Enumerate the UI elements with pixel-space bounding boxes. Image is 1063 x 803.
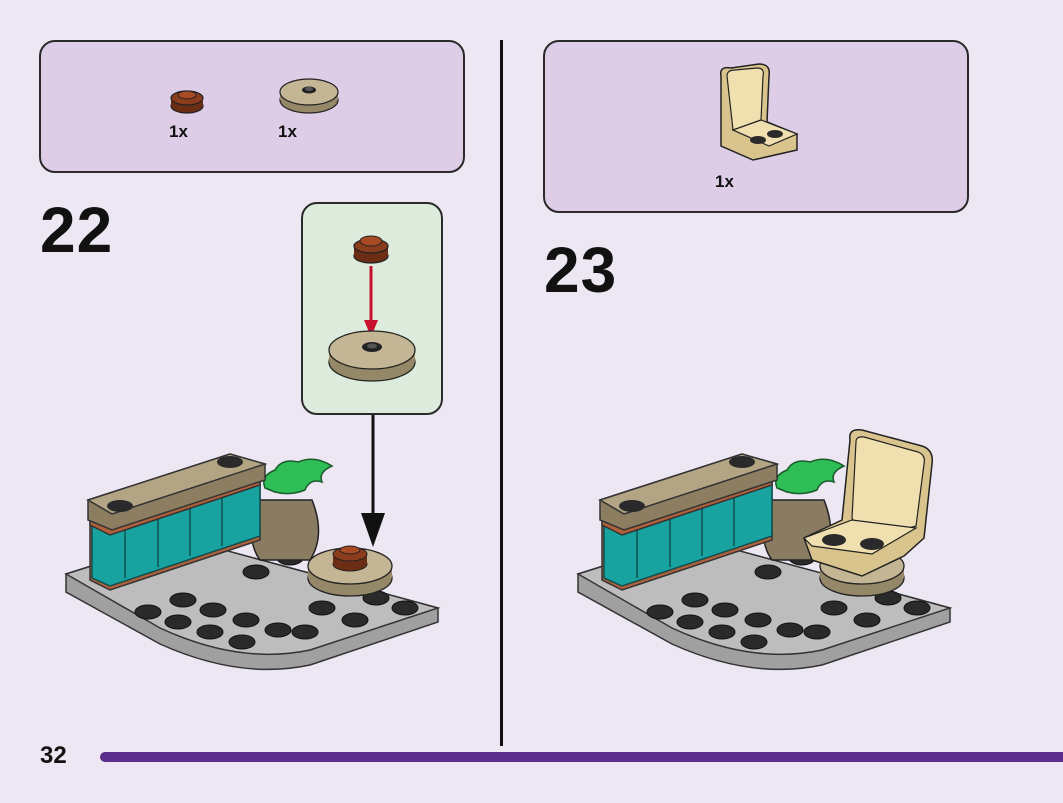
- step-22-parts-box: 1x 1x: [39, 40, 465, 173]
- step-22-model-illustration: [64, 453, 441, 671]
- callout-assembly-illustration: [328, 235, 416, 382]
- round-plate-brown-icon: [170, 90, 204, 114]
- step-23-model-illustration: [576, 428, 953, 671]
- page-progress-bar: [100, 752, 1063, 762]
- callout-pointer-arrow: [361, 415, 385, 547]
- step-23-parts-box: 1x: [543, 40, 969, 213]
- page-number: 32: [40, 742, 67, 769]
- chair-tan-icon: [719, 63, 799, 161]
- round-tile-tan-icon: [279, 78, 339, 114]
- step-divider: [500, 40, 503, 746]
- part-qty: 1x: [715, 172, 734, 191]
- step-number: 23: [544, 234, 618, 306]
- step-number: 22: [40, 194, 114, 266]
- part-qty: 1x: [278, 122, 297, 141]
- part-qty: 1x: [169, 122, 188, 141]
